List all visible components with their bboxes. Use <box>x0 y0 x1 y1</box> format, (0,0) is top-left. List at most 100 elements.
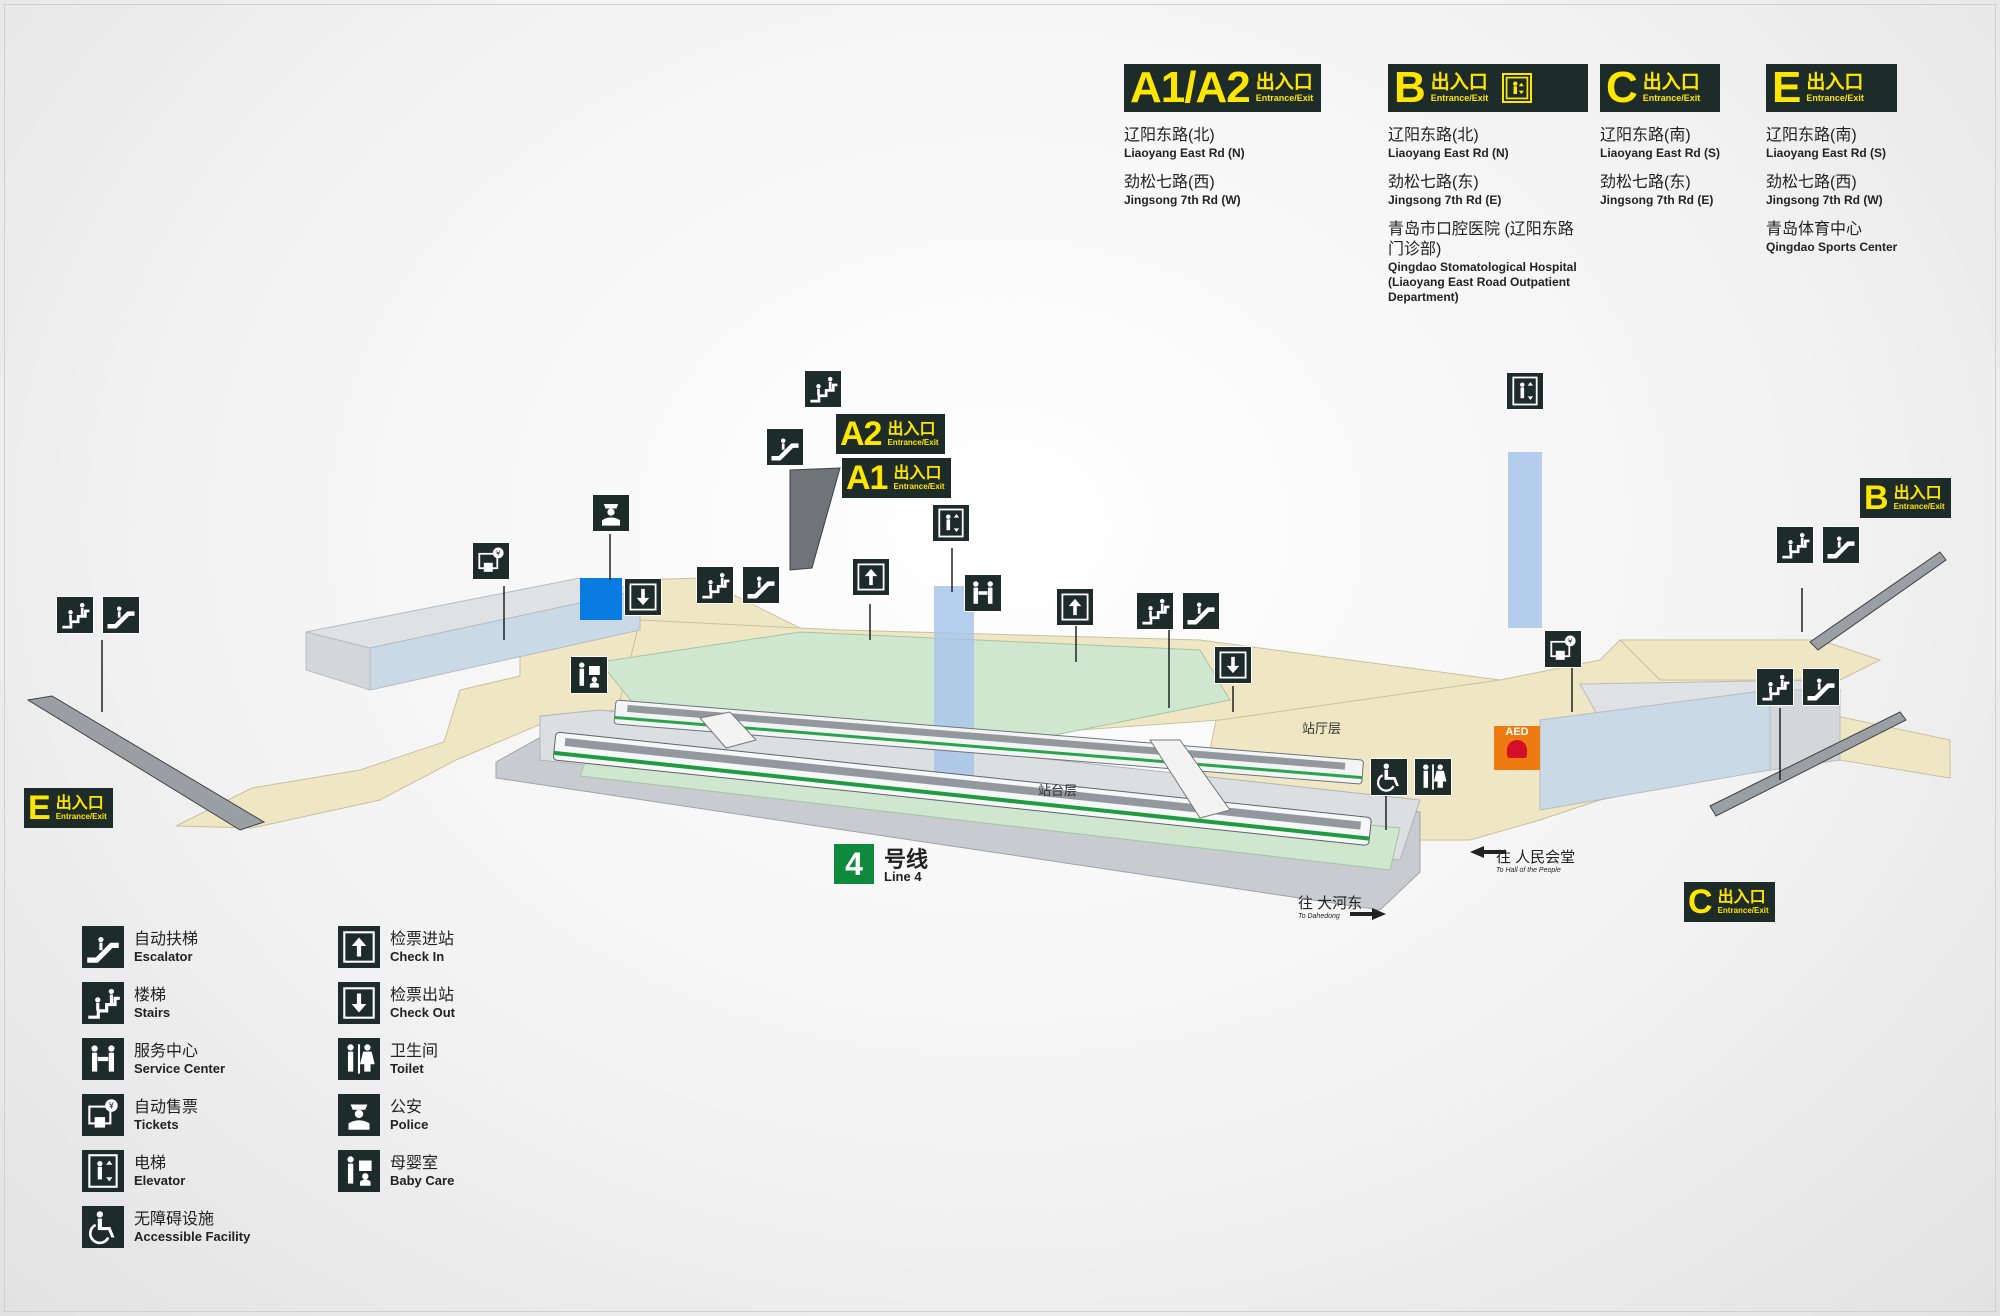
elevator-shaft-central <box>934 586 974 786</box>
exit-letter: B <box>1394 63 1426 112</box>
baby-care-icon <box>570 656 608 694</box>
platform-label: 站台层 <box>1038 783 1078 798</box>
line-name-cn: 号线 <box>884 847 929 872</box>
escalator-icon <box>102 596 140 634</box>
destination-en: Liaoyang East Rd (N) <box>1124 146 1245 160</box>
direction-cn: 往 大河东 <box>1298 895 1363 912</box>
check-in-icon <box>338 926 380 968</box>
escalator-icon <box>742 566 780 604</box>
exit-sign-a1a2: A1/A2 出入口 Entrance/Exit <box>1124 63 1322 112</box>
exit-label-cn: 出入口 <box>893 464 942 482</box>
baby-care-icon <box>338 1150 380 1192</box>
train-lower <box>552 731 1372 846</box>
exit-letter: E <box>28 789 51 827</box>
stairs-icon <box>56 596 94 634</box>
legend-cn: 母婴室 <box>390 1154 439 1172</box>
check-in-icon <box>852 558 890 596</box>
destination-cn: 劲松七路(东) <box>1600 174 1691 191</box>
destination-en: Jingsong 7th Rd (W) <box>1124 193 1241 207</box>
destination-cn: 劲松七路(西) <box>1124 174 1215 191</box>
exit-label-en: Entrance/Exit <box>1717 905 1769 915</box>
destination-list: 辽阳东路(北)Liaoyang East Rd (N) 劲松七路(东)Jings… <box>1388 126 1588 305</box>
destination-en: Liaoyang East Rd (N) <box>1388 146 1509 160</box>
service-center-icon <box>82 1038 124 1080</box>
legend-en: Check In <box>390 948 445 964</box>
check-out-icon <box>624 578 662 616</box>
exit-sign-b: B 出入口 Entrance/Exit <box>1388 64 1588 112</box>
accessible-icon <box>82 1206 124 1248</box>
exit-label-cn: 出入口 <box>1642 71 1700 93</box>
destination-en: Liaoyang East Rd (S) <box>1766 146 1887 160</box>
exit-letter: A1 <box>846 459 888 497</box>
legend-cn: 自动售票 <box>134 1098 199 1116</box>
exit-card-b: B 出入口 Entrance/Exit 辽阳东路(北)Liaoyang East… <box>1388 64 1588 317</box>
destination-cn: 劲松七路(西) <box>1766 174 1857 191</box>
toilet-icon <box>338 1038 380 1080</box>
elevator-shaft-east <box>1508 452 1542 628</box>
escalator-icon <box>1802 668 1840 706</box>
exit-label-en: Entrance/Exit <box>1806 92 1864 103</box>
exit-letter: A2 <box>840 415 882 453</box>
tickets-icon <box>82 1094 124 1136</box>
aed-label: AED <box>1505 726 1529 738</box>
blue-panel <box>580 578 622 620</box>
legend-en: Elevator <box>134 1172 186 1188</box>
legend-cn: 楼梯 <box>134 986 167 1004</box>
exit-letter: A1/A2 <box>1130 63 1251 112</box>
arrow-to-people-hall <box>1470 846 1506 858</box>
exit-label-en: Entrance/Exit <box>1430 92 1489 103</box>
legend-en: Accessible Facility <box>134 1228 251 1244</box>
exit-label-en: Entrance/Exit <box>887 437 939 447</box>
exit-label-en: Entrance/Exit <box>1642 92 1701 103</box>
exit-label-cn: 出入口 <box>1717 888 1766 906</box>
stairs-icon <box>804 370 842 408</box>
destination-cn: 辽阳东路(南) <box>1766 127 1857 144</box>
elevator-icon <box>932 504 970 542</box>
police-icon <box>592 494 630 532</box>
destination-en: Liaoyang East Rd (S) <box>1600 146 1721 160</box>
elevator-icon <box>1506 372 1544 410</box>
stairs-icon <box>1756 668 1794 706</box>
west-block-side <box>369 589 641 691</box>
toilet-icon <box>1414 758 1452 796</box>
exit-label-en: Entrance/Exit <box>55 811 107 821</box>
exit-label-cn: 出入口 <box>1893 484 1942 502</box>
destination-en: Jingsong 7th Rd (W) <box>1766 193 1883 207</box>
escalator-a <box>789 467 841 571</box>
legend-cn: 服务中心 <box>134 1042 199 1060</box>
escalator-icon <box>766 428 804 466</box>
tickets-icon <box>472 542 510 580</box>
exit-label-cn: 出入口 <box>1255 71 1313 93</box>
legend-en: Tickets <box>134 1116 179 1132</box>
exit-card-e: E 出入口 Entrance/Exit 辽阳东路(南)Liaoyang East… <box>1766 64 1898 267</box>
direction-people-hall: 往 人民会堂 To Hall of the People <box>1496 846 1575 874</box>
exit-letter: C <box>1606 63 1638 112</box>
legend-cn: 无障碍设施 <box>134 1210 215 1228</box>
direction-dahedong: 往 大河东 To Dahedong <box>1298 892 1362 920</box>
police-icon <box>338 1094 380 1136</box>
legend-cn: 检票出站 <box>390 986 455 1004</box>
legend-en: Police <box>390 1116 429 1132</box>
exit-card-c: C 出入口 Entrance/Exit 辽阳东路(南)Liaoyang East… <box>1600 63 1721 220</box>
legend-en: Check Out <box>390 1004 456 1020</box>
aed-sign: AED <box>1494 726 1540 770</box>
walkway-east-upper <box>1618 639 1882 681</box>
exit-label-cn: 出入口 <box>887 420 936 438</box>
destination-cn: 辽阳东路(北) <box>1124 127 1215 144</box>
stairs-icon <box>1136 592 1174 630</box>
destination-list: 辽阳东路(南) Liaoyang East Rd (S) 劲松七路(西) Jings… <box>1766 126 1897 255</box>
stair-west <box>699 711 757 749</box>
legend-en: Baby Care <box>390 1172 455 1188</box>
